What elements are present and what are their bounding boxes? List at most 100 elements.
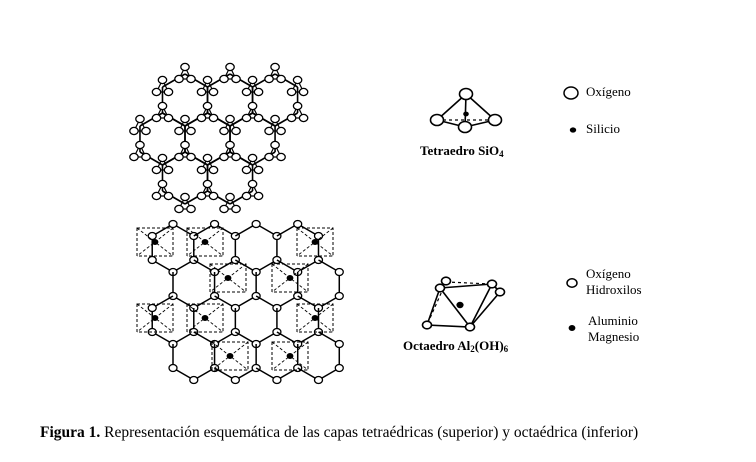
- oxygen-atom: [168, 363, 178, 373]
- oxygen-atom: [157, 153, 168, 163]
- oxygen-atom: [209, 219, 220, 229]
- oxygen-atom: [196, 87, 207, 97]
- oxygen-atom: [264, 126, 274, 136]
- tetra-triangle: [223, 117, 238, 132]
- oxygen-atom: [219, 126, 229, 136]
- oxygen-atom: [253, 87, 264, 97]
- oxygen-atom: [186, 204, 196, 214]
- oxygen-atom: [225, 140, 235, 150]
- metal-atom: [201, 239, 209, 245]
- oxygen-atom: [251, 219, 261, 229]
- oxygen-atom: [276, 126, 286, 136]
- oxygen-atom: [276, 152, 286, 162]
- oxygen-atom: [135, 114, 145, 124]
- oxygen-atom: [208, 113, 219, 123]
- tetra-triangle: [290, 78, 305, 93]
- octahedron-detail: [421, 276, 506, 332]
- oxygen-atom: [272, 375, 282, 385]
- oxygen-atom: [264, 152, 274, 162]
- tetra-triangle: [178, 117, 192, 132]
- oxygen-atom: [202, 75, 213, 85]
- oxygen-atom: [129, 126, 139, 136]
- oxygen-atom: [247, 75, 258, 85]
- oxygen-atom: [231, 152, 241, 162]
- oxygen-atom: [141, 126, 151, 136]
- oxygen-atom: [186, 74, 196, 84]
- oxygen-atom: [241, 191, 252, 201]
- oxygen-atom: [168, 219, 178, 229]
- oxygen-atom: [313, 375, 324, 385]
- legend-metal-line2: Magnesio: [588, 329, 640, 344]
- tetra-triangle: [178, 65, 192, 80]
- oxygen-atom: [313, 231, 324, 241]
- tetra-triangle: [223, 195, 238, 210]
- oxygen-atom: [202, 153, 213, 163]
- octahedron-label: Octaedro Al2(OH)6: [403, 338, 509, 354]
- octahedron-outline: [186, 227, 224, 257]
- oxygen-atom: [163, 113, 174, 123]
- oxygen-atom: [231, 126, 241, 136]
- metal-atom: [286, 353, 294, 359]
- oxygen-atom: [180, 114, 190, 124]
- oxygen-atom: [147, 255, 157, 265]
- tetra-triangle: [132, 143, 147, 158]
- oxygen-atom: [174, 152, 184, 162]
- tetra-triangle: [200, 78, 215, 93]
- oxygen-atom: [247, 153, 258, 163]
- tetra-triangle: [200, 182, 215, 197]
- metal-atom: [224, 275, 232, 281]
- oxygen-atom: [270, 114, 280, 124]
- legend-oxygen: Oxígeno: [586, 84, 631, 99]
- metal-atom: [311, 315, 319, 321]
- tetra-triangle: [200, 156, 215, 171]
- oxygen-atom: [225, 62, 235, 72]
- oxygen-atom: [151, 165, 162, 175]
- metal-atom: [286, 275, 294, 281]
- oxygen-atom: [202, 179, 213, 189]
- oxygen-atom: [286, 87, 297, 97]
- oxygen-atom: [151, 113, 162, 123]
- tetra-triangle: [268, 143, 283, 158]
- oxygen-atom: [253, 165, 264, 175]
- tetra-triangle: [245, 182, 260, 197]
- oxygen-atom: [241, 113, 252, 123]
- tetra-triangle: [200, 104, 215, 119]
- oxygen-atom: [286, 113, 297, 123]
- oxygen-atom: [208, 191, 219, 201]
- legend-metal-marker: [568, 325, 576, 331]
- metal-atom: [311, 239, 319, 245]
- tetra-triangle: [155, 78, 170, 93]
- tetra-triangle: [155, 104, 170, 119]
- oxygen-atom: [180, 62, 190, 72]
- oxygen-atom: [208, 87, 219, 97]
- octahedral-sheet: [136, 219, 344, 385]
- legend-hydroxyl-line2: Hidroxilos: [586, 282, 642, 297]
- tetra-triangle: [245, 104, 260, 119]
- octahedron-outline: [271, 341, 309, 371]
- octahedron-outline: [296, 303, 334, 333]
- oxygen-atom: [298, 113, 309, 123]
- tetra-triangle: [223, 143, 238, 158]
- oxygen-atom: [292, 101, 303, 111]
- oxygen-atom: [196, 165, 207, 175]
- oxygen-atom: [264, 74, 274, 84]
- tetra-triangle: [132, 117, 147, 132]
- tetrahedral-sheet: [129, 62, 309, 214]
- oxygen-atom: [253, 191, 264, 201]
- tetra-triangle: [155, 182, 170, 197]
- oxygen-atom: [253, 113, 264, 123]
- oxygen-atom: [186, 152, 196, 162]
- caption-prefix: Figura 1.: [40, 424, 101, 441]
- oxygen-atom: [270, 140, 280, 150]
- oxygen-atom: [334, 291, 344, 301]
- octahedron-outline: [136, 227, 174, 257]
- metal-atom: [151, 239, 159, 245]
- figure-caption: Figura 1. Representación esquemática de …: [40, 424, 638, 442]
- oxygen-atom: [292, 75, 303, 85]
- octahedron-outline: [186, 303, 224, 333]
- legend-metal-line1: Aluminio: [588, 313, 638, 328]
- legend-silicon: Silicio: [586, 121, 620, 136]
- metal-atom: [151, 315, 159, 321]
- oxygen-atom: [147, 303, 157, 313]
- oxygen-atom: [196, 113, 207, 123]
